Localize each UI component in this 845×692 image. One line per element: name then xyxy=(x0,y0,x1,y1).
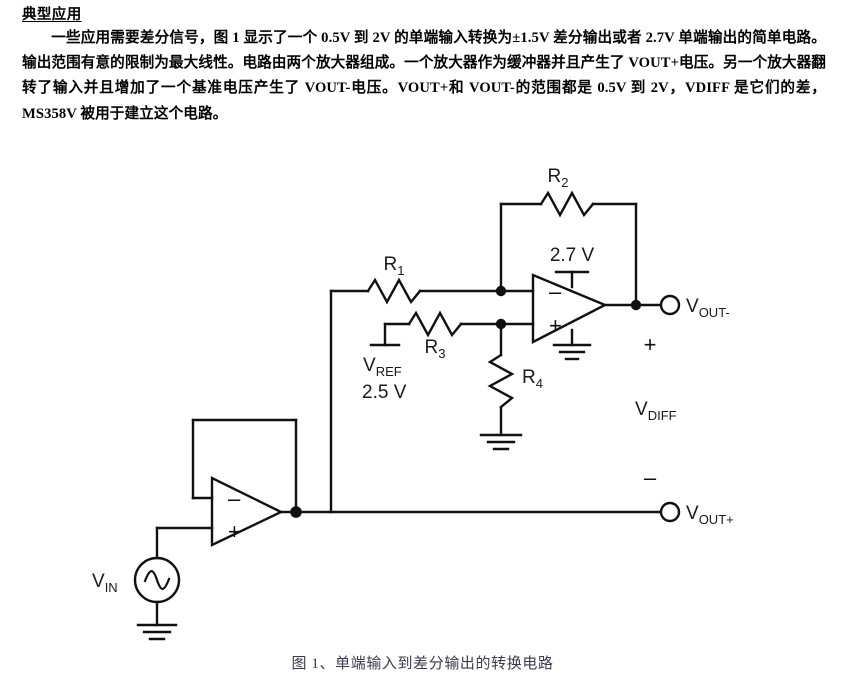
terminal-vout-minus xyxy=(659,294,681,316)
section-heading: 典型应用 xyxy=(22,7,82,23)
label-supply-2v7: 2.7 V xyxy=(550,245,595,266)
junction-dot-buffer-output-node xyxy=(290,506,302,518)
opamp-buffer-triangle xyxy=(210,476,284,547)
label-vdiff-minus: – xyxy=(644,465,657,490)
resistor-r4-symbol xyxy=(487,353,515,409)
resistor-r3-symbol xyxy=(407,310,463,338)
figure-schematic: R2 R1 R3 R4 2.7 V VREF 2.5 V VIN VOUT- xyxy=(0,160,845,645)
resistor-r1-symbol xyxy=(366,277,422,305)
label-opamp-top-noninverting: + xyxy=(549,313,562,338)
label-vref: VREF xyxy=(363,355,402,379)
terminal-vout-plus xyxy=(659,501,681,523)
resistor-r2-symbol xyxy=(539,190,595,218)
label-vout-plus: VOUT+ xyxy=(686,503,734,527)
label-r2: R2 xyxy=(548,166,569,190)
source-vin-sine-glyph xyxy=(143,570,171,590)
opamp-top-triangle xyxy=(531,273,608,344)
label-opamp-buffer-noninverting: + xyxy=(228,519,241,544)
junction-dot-inverting-node xyxy=(495,285,507,297)
label-vdiff-plus: + xyxy=(644,332,657,357)
label-opamp-top-inverting: – xyxy=(549,279,562,304)
figure-caption: 图 1、单端输入到差分输出的转换电路 xyxy=(291,656,554,672)
junction-dot-vout-minus-node xyxy=(630,299,642,311)
label-vin: VIN xyxy=(92,571,118,595)
label-r1: R1 xyxy=(384,254,405,278)
label-vref-value: 2.5 V xyxy=(362,382,407,403)
junction-dot-noninverting-node xyxy=(495,318,507,330)
label-r4: R4 xyxy=(522,367,543,391)
junction-dots xyxy=(290,285,642,518)
label-vdiff: VDIFF xyxy=(635,399,677,423)
label-vout-minus: VOUT- xyxy=(686,296,730,320)
circuit-schematic-svg: R2 R1 R3 R4 2.7 V VREF 2.5 V VIN VOUT- xyxy=(92,166,734,641)
label-opamp-buffer-inverting: – xyxy=(228,486,241,511)
body-paragraph: 一些应用需要差分信号，图 1 显示了一个 0.5V 到 2V 的单端输入转换为±… xyxy=(22,30,826,122)
label-r3: R3 xyxy=(425,337,446,361)
